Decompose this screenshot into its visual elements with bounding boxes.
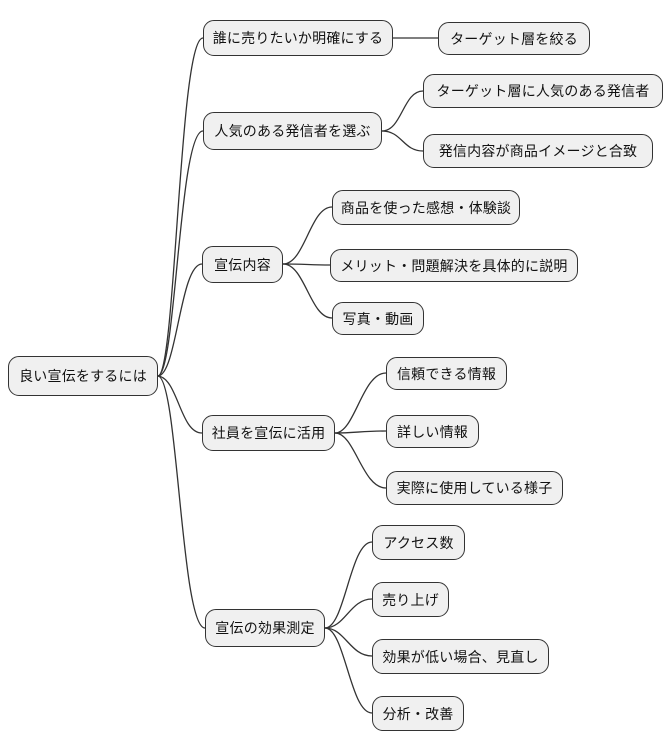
connector-branch-3-child-2 [334, 432, 387, 489]
connector-branch-2-child-2 [282, 263, 333, 319]
connector-branch-1-child-1 [381, 130, 424, 152]
connector-branch-4-child-3 [324, 627, 373, 714]
node-leaf-access-count: アクセス数 [372, 525, 465, 560]
node-leaf-photos-videos: 写真・動画 [332, 302, 424, 335]
node-leaf-detailed-info: 詳しい情報 [386, 415, 479, 448]
connector-branch-4-child-0 [324, 541, 373, 629]
node-branch-ad-content: 宣伝内容 [202, 246, 283, 283]
node-root: 良い宣伝をするには [8, 356, 158, 396]
connector-root-branch-0 [157, 37, 204, 377]
node-branch-clarify-target: 誰に売りたいか明確にする [203, 20, 393, 56]
connector-root-branch-2 [157, 263, 203, 377]
node-leaf-matches-product-image: 発信内容が商品イメージと合致 [423, 134, 653, 168]
connector-root-branch-1 [157, 130, 204, 377]
connector-branch-3-child-1 [334, 430, 387, 434]
node-leaf-explain-merits: メリット・問題解決を具体的に説明 [330, 249, 578, 282]
connector-branch-2-child-0 [282, 206, 333, 265]
connector-branch-3-child-0 [334, 372, 387, 434]
node-leaf-review-if-ineffective: 効果が低い場合、見直し [372, 639, 549, 674]
connector-root-branch-4 [157, 375, 206, 629]
node-leaf-popular-with-target: ターゲット層に人気のある発信者 [423, 74, 663, 108]
node-leaf-narrow-target: ターゲット層を絞る [438, 22, 590, 55]
node-branch-use-employees: 社員を宣伝に活用 [202, 415, 335, 451]
connector-branch-4-child-1 [324, 598, 373, 629]
connector-branch-2-child-1 [282, 263, 331, 266]
connector-root-branch-3 [157, 375, 203, 434]
node-leaf-actual-usage: 実際に使用している様子 [386, 471, 563, 505]
node-branch-choose-influencer: 人気のある発信者を選ぶ [203, 112, 382, 150]
connector-branch-4-child-2 [324, 627, 373, 657]
node-leaf-reliable-info: 信頼できる情報 [386, 357, 507, 390]
node-leaf-impressions-testimonials: 商品を使った感想・体験談 [332, 190, 520, 225]
node-leaf-sales: 売り上げ [372, 582, 449, 617]
node-leaf-analyze-improve: 分析・改善 [372, 696, 464, 731]
connector-branch-1-child-0 [381, 90, 424, 132]
node-branch-measure-effect: 宣伝の効果測定 [205, 609, 325, 647]
